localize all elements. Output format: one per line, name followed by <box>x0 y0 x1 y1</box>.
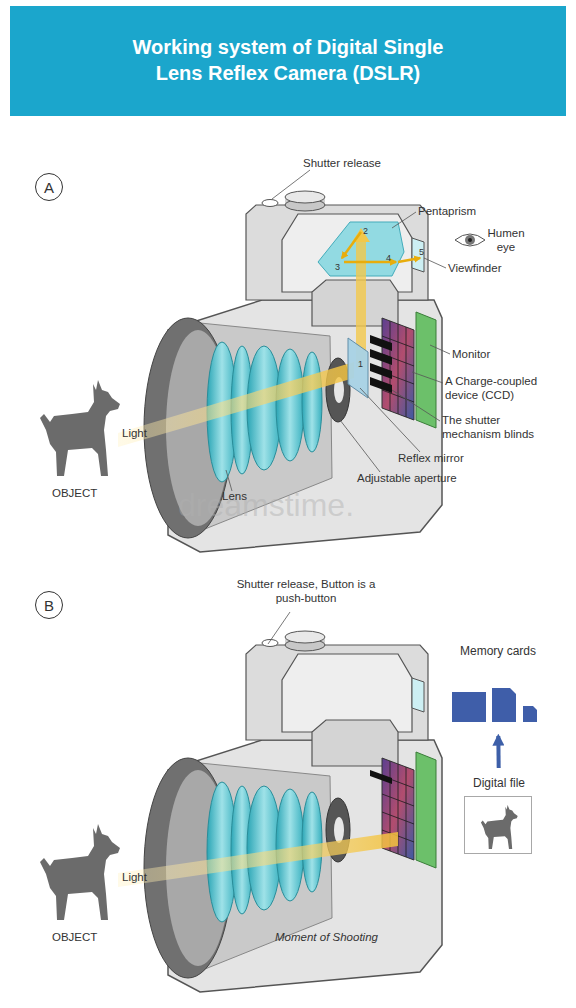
panel-letter: B <box>44 597 54 614</box>
leader-line <box>424 258 446 268</box>
reflex-mirror <box>348 338 368 398</box>
callout-number: 2 <box>363 226 368 237</box>
part-label: A Charge-coupled device (CCD) <box>445 375 563 403</box>
leader-line <box>360 388 420 452</box>
diagram-title: Working system of Digital Single Lens Re… <box>60 34 516 86</box>
part-label: Adjustable aperture <box>357 472 457 486</box>
eye-iris <box>465 235 475 245</box>
part-label: Viewfinder <box>448 262 502 276</box>
leader-line <box>340 420 380 472</box>
leader-lines <box>226 170 450 491</box>
title-band <box>10 6 566 116</box>
leader-line <box>412 372 443 383</box>
part-label: Shutter release, Button is a push-button <box>236 578 376 606</box>
part-label: Humen eye <box>484 227 528 255</box>
memory-card <box>523 706 537 722</box>
callout-number: 4 <box>386 253 391 264</box>
memory-card <box>492 688 516 722</box>
panel-caption: Moment of Shooting <box>275 931 378 943</box>
memory-card <box>452 692 486 722</box>
dog-silhouette <box>40 824 120 920</box>
light-label: Light <box>122 427 147 441</box>
panel-marker: B <box>35 591 63 619</box>
shutter-blind <box>370 349 392 365</box>
shutter-blind <box>370 363 392 379</box>
callout-number: 5 <box>419 247 424 258</box>
leader-line <box>268 612 290 644</box>
part-label: Reflex mirror <box>398 452 464 466</box>
light-path <box>398 258 420 262</box>
part-label: Lens <box>222 490 247 504</box>
light-label: Light <box>122 871 147 885</box>
light-path <box>342 232 361 258</box>
shutter-blind <box>370 335 392 351</box>
object-label: OBJECT <box>52 931 97 945</box>
node-heading: Digital file <box>460 776 538 790</box>
panel-marker: A <box>35 173 63 201</box>
part-label: Monitor <box>452 348 490 362</box>
memory-card-group: Memory cards <box>443 644 553 726</box>
part-label: The shutter mechanism blinds <box>442 414 554 442</box>
leader-line <box>430 345 450 354</box>
node-heading: Memory cards <box>443 644 553 658</box>
dog-silhouette <box>481 805 518 849</box>
camera-body <box>144 191 442 552</box>
light-beam <box>118 832 398 887</box>
panel-letter: A <box>44 179 54 196</box>
part-label: Pentaprism <box>418 205 476 219</box>
object-label: OBJECT <box>52 487 97 501</box>
digital-file-box: Digital file <box>460 776 538 860</box>
watermark: dreamstime. <box>178 486 354 524</box>
callout-number: 1 <box>358 359 363 370</box>
leader-line <box>392 212 416 228</box>
eye-icon <box>455 234 485 246</box>
shutter-blinds <box>370 335 392 393</box>
dog-silhouette <box>40 380 120 476</box>
part-label: Shutter release <box>303 157 381 171</box>
camera-body <box>144 631 442 992</box>
leader-line <box>272 170 310 199</box>
eye-pupil <box>468 238 472 242</box>
callout-number: 3 <box>335 262 340 273</box>
light-beam <box>118 362 354 447</box>
shutter-blind <box>370 770 392 784</box>
leader-line <box>392 390 440 421</box>
flow-arrow <box>496 736 500 768</box>
file-frame <box>464 796 532 854</box>
shutter-blind <box>370 377 392 393</box>
